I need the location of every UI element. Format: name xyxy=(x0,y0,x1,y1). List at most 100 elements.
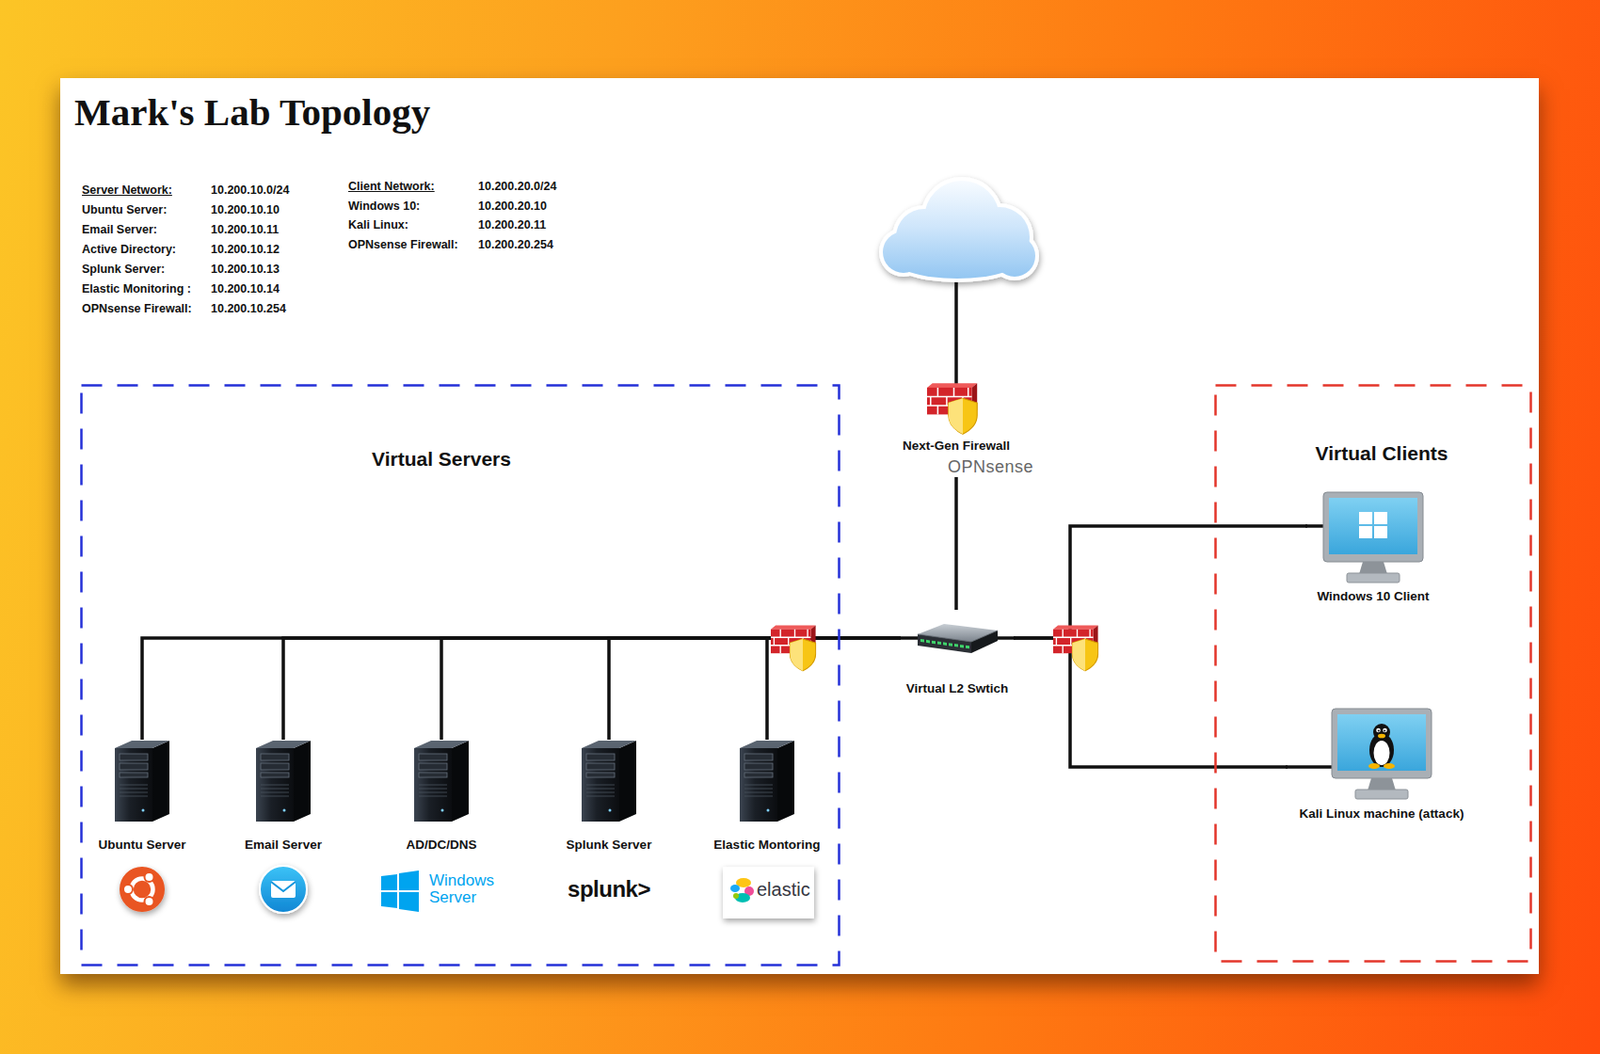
logo-text: OPNsense xyxy=(890,456,1036,478)
dashed-border xyxy=(1216,385,1532,962)
table-heading: Server Network: xyxy=(81,182,173,198)
address-cell: Splunk Server: xyxy=(81,261,165,277)
device-node: Kali Linux machine (attack) xyxy=(1287,708,1476,822)
switch-icon-part-part xyxy=(931,640,936,645)
switch-icon-part-part xyxy=(965,645,970,650)
switch-icon-part xyxy=(920,639,970,649)
kali-monitor-part xyxy=(1382,728,1388,734)
elastic-logo-part xyxy=(730,884,740,893)
node-label: Virtual L2 Swtich xyxy=(900,609,1014,697)
server-tower xyxy=(739,740,795,822)
network-link xyxy=(954,477,959,610)
firewall-icon xyxy=(770,624,816,671)
address-cell: OPNsense Firewall: xyxy=(81,301,192,317)
device-node: Windows 10 Client xyxy=(1307,492,1440,605)
device-node: Virtual L2 Swtich xyxy=(900,609,1014,697)
node-label: Splunk Server xyxy=(543,739,675,853)
kali-monitor xyxy=(1331,708,1432,800)
device-node: Ubuntu Server xyxy=(76,739,208,853)
address-cell: 10.200.10.0/24 xyxy=(210,182,289,198)
address-cell: 10.200.10.12 xyxy=(210,241,280,257)
node-label: Next-Gen Firewall xyxy=(890,384,1036,454)
network-link xyxy=(767,638,901,740)
device-node: Splunk Serversplunk> xyxy=(543,739,675,903)
email-logo-part xyxy=(259,865,307,913)
switch-icon-part xyxy=(917,630,998,642)
port-wire-part xyxy=(994,636,1016,640)
windows-monitor-part xyxy=(1374,526,1388,539)
kali-monitor-part xyxy=(1331,708,1432,800)
address-cell: Kali Linux: xyxy=(348,217,409,233)
windows-monitor-part xyxy=(1323,492,1424,583)
address-cell: OPNsense Firewall: xyxy=(348,237,459,253)
diagram-title: Mark's Lab Topology xyxy=(74,90,431,134)
address-cell: 10.200.20.11 xyxy=(478,217,546,233)
address-cell: Elastic Monitoring : xyxy=(81,281,192,297)
address-cell: 10.200.10.11 xyxy=(210,222,279,238)
node-label: Virtual Clients xyxy=(1214,384,1533,465)
address-cell: 10.200.10.10 xyxy=(210,202,280,218)
logo-text: Windows Server xyxy=(429,872,505,907)
server-tower xyxy=(581,740,637,822)
port-wire-part xyxy=(1285,765,1334,769)
kali-monitor-part xyxy=(1374,740,1391,766)
kali-monitor-part xyxy=(1383,730,1386,733)
firewall-icon xyxy=(927,383,977,434)
switch-icon-part-part xyxy=(920,639,925,643)
switch-icon-part-part xyxy=(948,642,953,647)
windows-flag xyxy=(381,870,419,912)
address-cell: 10.200.20.254 xyxy=(478,237,554,253)
firewall-icon xyxy=(1053,624,1099,671)
kali-monitor-part xyxy=(1383,763,1395,769)
zone-box: Virtual ServersUbuntu ServerEmail Server… xyxy=(80,384,841,967)
address-cell: Ubuntu Server: xyxy=(81,202,167,218)
switch-icon-part-part xyxy=(937,641,942,646)
logo-text: elastic xyxy=(756,878,833,901)
kali-monitor-part xyxy=(1373,723,1391,741)
email-logo xyxy=(259,865,307,913)
windows-monitor-part xyxy=(1374,512,1388,525)
cloud-icon-part xyxy=(882,231,925,273)
windows-flag-part xyxy=(399,892,419,912)
windows-flag-part xyxy=(399,870,419,891)
port-wire-part xyxy=(1305,524,1326,528)
server-tower xyxy=(114,740,170,822)
windows-flag-part xyxy=(381,874,398,891)
address-cell: 10.200.10.254 xyxy=(210,301,287,317)
ubuntu-logo-part xyxy=(144,896,155,907)
node-label: Email Server xyxy=(217,739,350,853)
network-link xyxy=(1013,526,1308,639)
ubuntu-logo-part xyxy=(119,866,165,912)
dashed-border xyxy=(1214,384,1533,963)
email-logo-part xyxy=(271,880,296,898)
server-tower xyxy=(256,740,311,822)
zone-box: Virtual ClientsWindows 10 ClientKali Lin… xyxy=(1214,384,1533,963)
address-cell: Active Directory: xyxy=(81,241,176,257)
kali-monitor-part xyxy=(1377,734,1386,739)
network-link xyxy=(441,638,901,740)
ubuntu-logo-part xyxy=(144,872,155,882)
kali-monitor-part xyxy=(1376,728,1381,734)
ubuntu-logo xyxy=(119,866,165,912)
node-label: AD/DC/DNS xyxy=(375,739,508,853)
kali-monitor-part xyxy=(1377,730,1380,733)
server-tower xyxy=(414,740,469,822)
connector-group xyxy=(142,477,1308,768)
switch-icon xyxy=(917,624,998,654)
address-cell: 10.200.20.0/24 xyxy=(478,178,557,194)
windows-monitor-part xyxy=(1359,526,1373,539)
node-label: Windows 10 Client xyxy=(1307,492,1440,605)
switch-icon-part-part xyxy=(954,643,959,648)
ubuntu-logo-part xyxy=(123,884,133,895)
network-link xyxy=(608,638,901,740)
cloud-icon xyxy=(882,180,1036,279)
windows-monitor-part xyxy=(1359,512,1373,525)
device-node: Email Server xyxy=(217,739,350,853)
uplink-wire xyxy=(954,274,959,388)
kali-monitor-part xyxy=(1368,763,1380,769)
windows-monitor xyxy=(1323,492,1424,583)
device-node: Elastic Montoringelastic xyxy=(701,739,833,901)
node-label: Virtual Servers xyxy=(80,384,841,471)
network-link xyxy=(1013,638,1288,768)
address-cell: Email Server: xyxy=(81,222,158,238)
